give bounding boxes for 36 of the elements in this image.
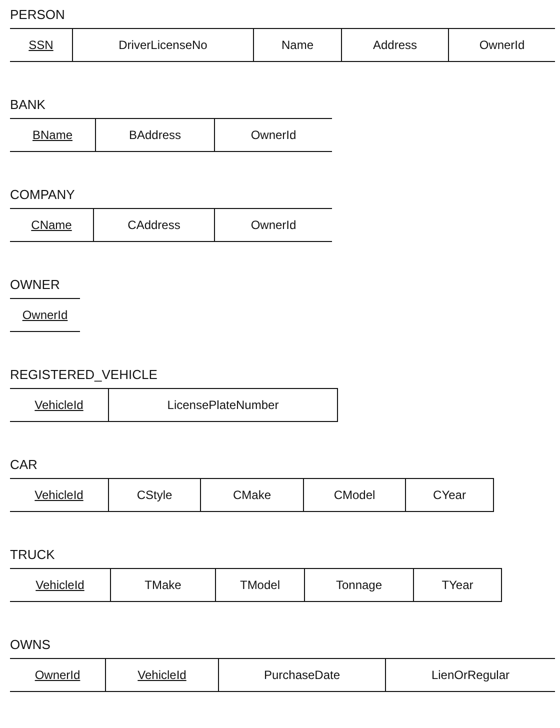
attribute-cell: CModel [303, 478, 405, 512]
key-attribute-cell: BName [10, 118, 95, 152]
attribute-cell: BAddress [95, 118, 214, 152]
key-attribute-cell: SSN [10, 28, 72, 62]
attribute-cell: OwnerId [214, 118, 332, 152]
attribute-cell: LicensePlateNumber [108, 388, 338, 422]
key-attribute-cell: VehicleId [105, 658, 218, 692]
attribute-cell: TModel [215, 568, 304, 602]
key-attribute-cell: VehicleId [10, 568, 110, 602]
attribute-cell: CMake [200, 478, 303, 512]
relation-name: REGISTERED_VEHICLE [10, 366, 158, 384]
attribute-cell: OwnerId [214, 208, 332, 242]
attribute-cell: PurchaseDate [218, 658, 385, 692]
relation-name: CAR [10, 456, 38, 474]
relation-name: OWNS [10, 636, 50, 654]
attribute-cell: CStyle [108, 478, 200, 512]
attribute-cell: TMake [110, 568, 215, 602]
attribute-cell: TYear [413, 568, 502, 602]
attribute-cell: Tonnage [304, 568, 413, 602]
attribute-cell: CAddress [93, 208, 214, 242]
attribute-cell: CYear [405, 478, 494, 512]
key-attribute-cell: VehicleId [10, 388, 108, 422]
key-attribute-cell: OwnerId [10, 658, 105, 692]
attribute-cell: DriverLicenseNo [72, 28, 253, 62]
relation-name: TRUCK [10, 546, 55, 564]
key-attribute-cell: CName [10, 208, 93, 242]
attribute-cell: Name [253, 28, 341, 62]
key-attribute-cell: VehicleId [10, 478, 108, 512]
key-attribute-cell: OwnerId [10, 298, 80, 332]
relation-name: PERSON [10, 6, 65, 24]
attribute-cell: LienOrRegular [385, 658, 555, 692]
relation-name: OWNER [10, 276, 60, 294]
attribute-cell: Address [341, 28, 448, 62]
attribute-cell: OwnerId [448, 28, 555, 62]
relation-name: BANK [10, 96, 46, 114]
relation-name: COMPANY [10, 186, 75, 204]
